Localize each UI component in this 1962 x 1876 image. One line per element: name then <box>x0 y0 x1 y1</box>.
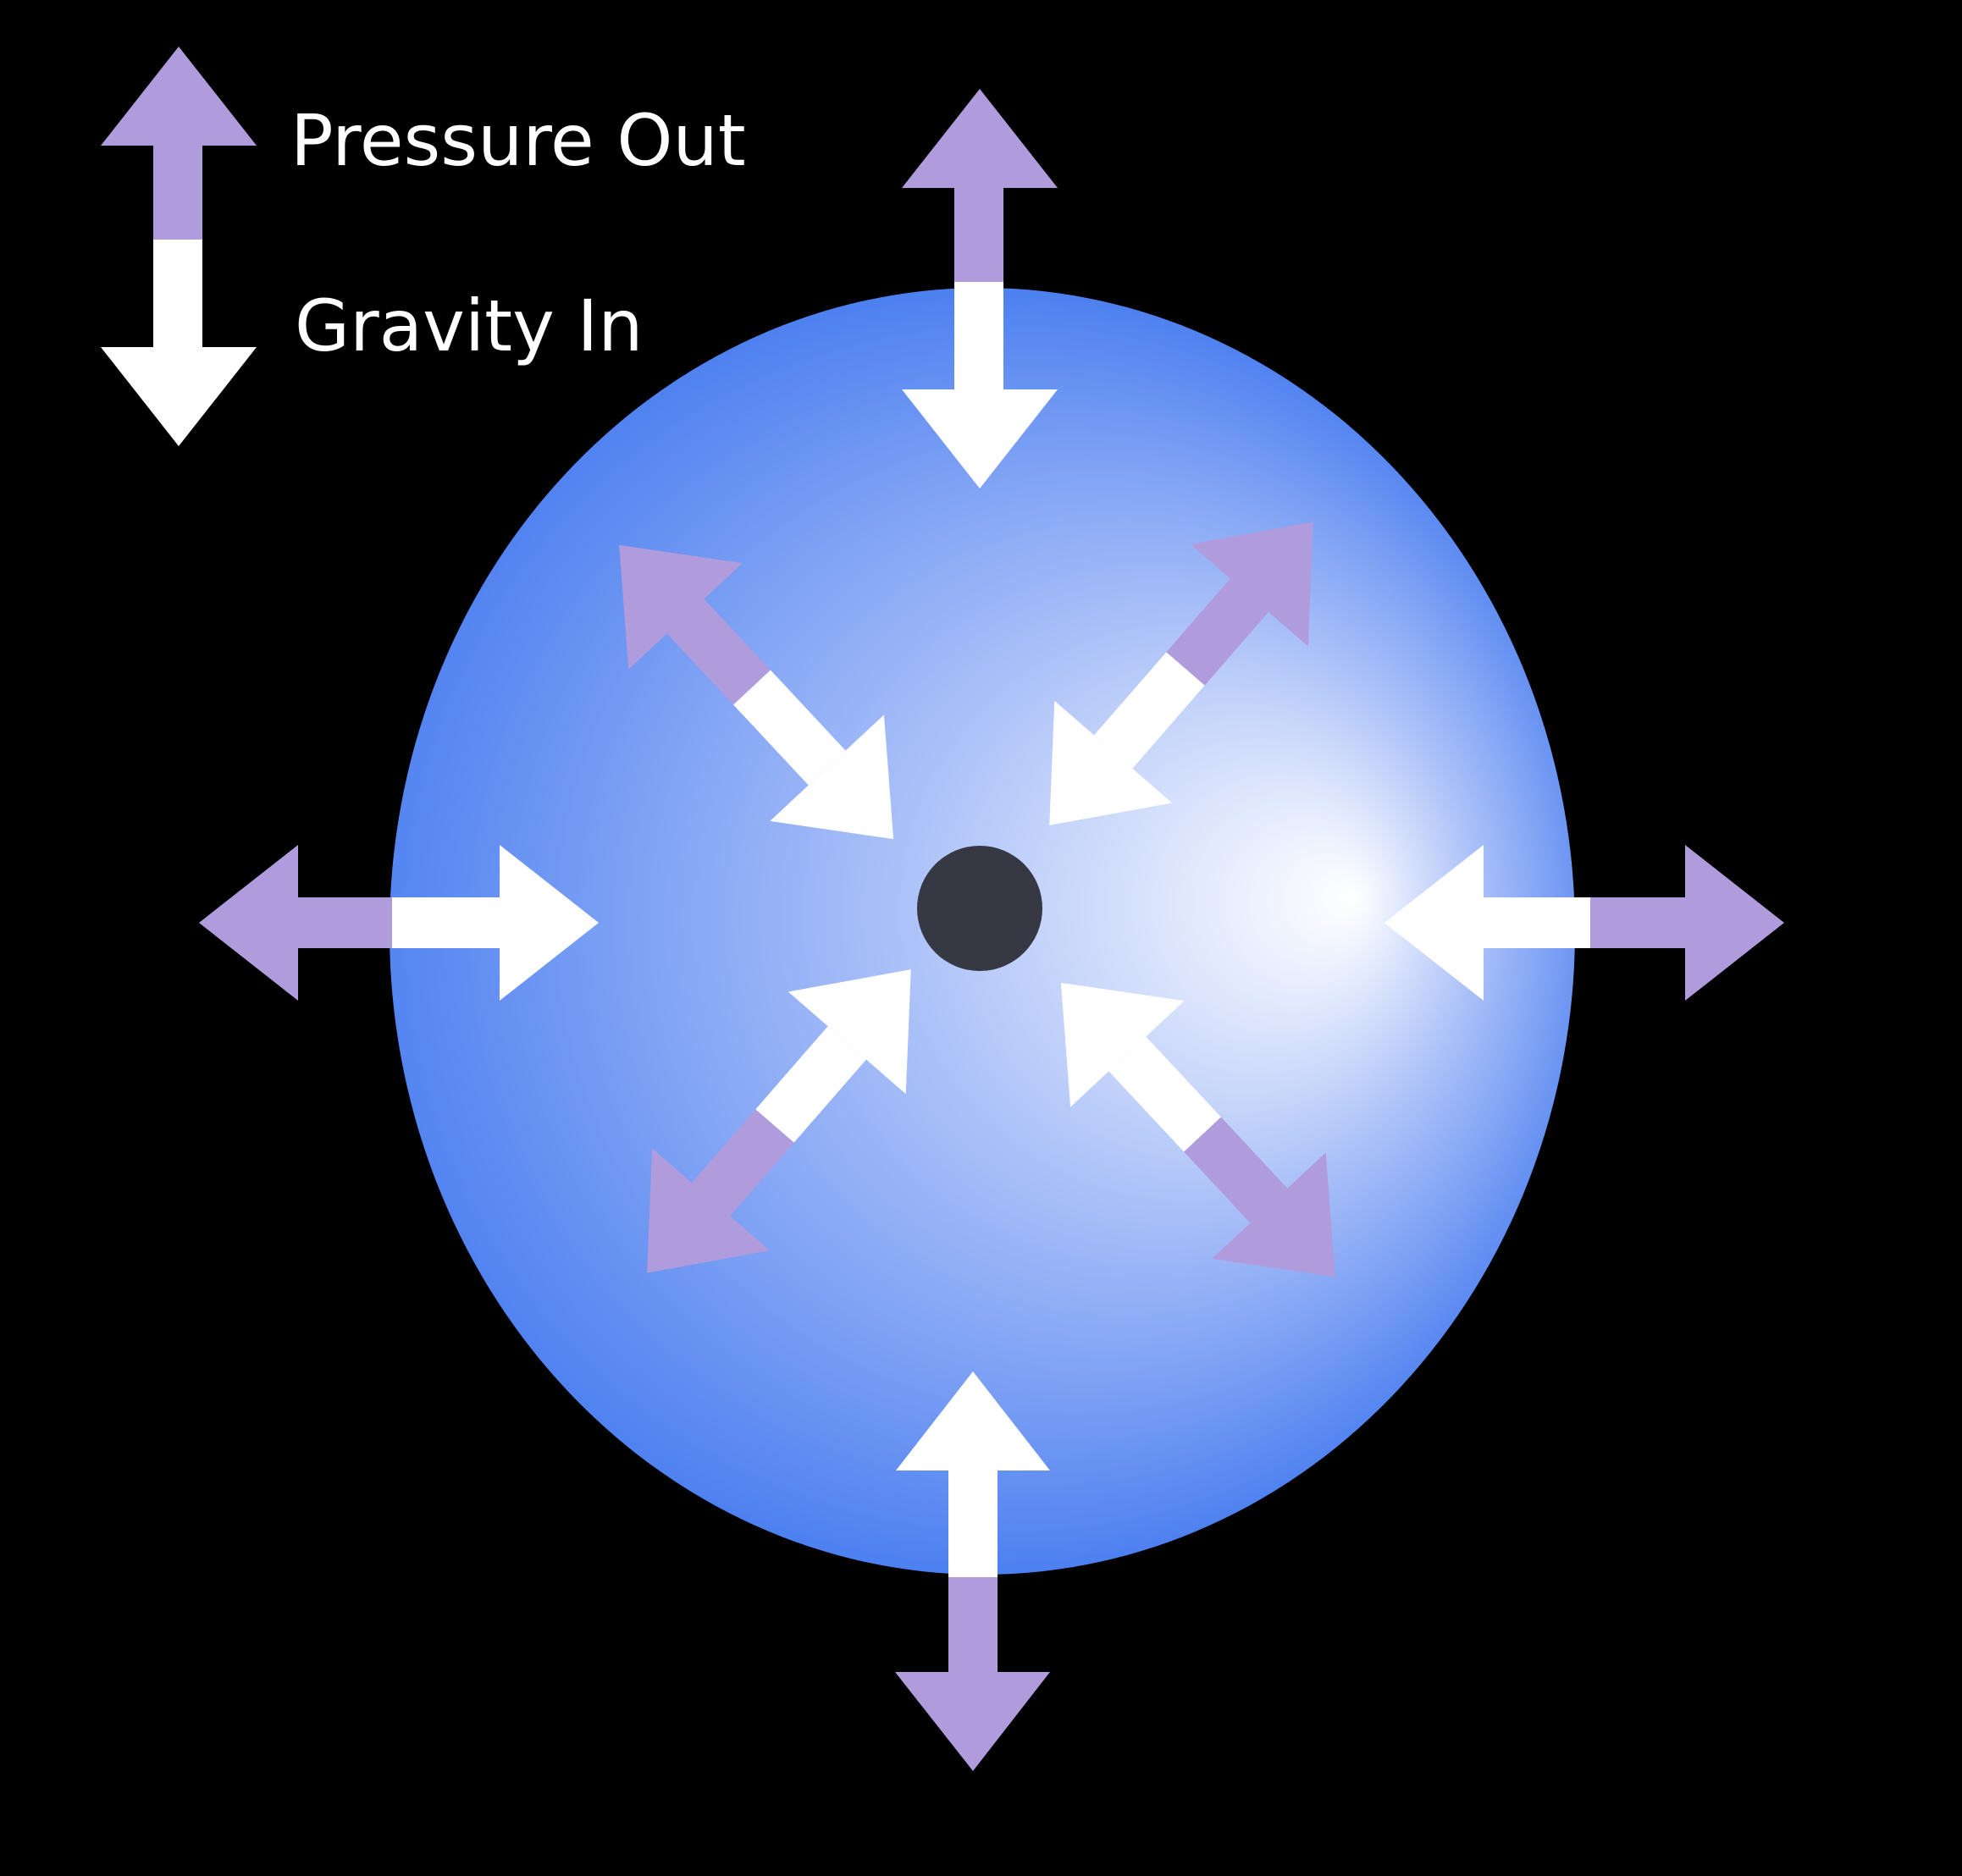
left-arrow-pair <box>199 845 599 1001</box>
legend-gravity-arrow-icon <box>101 240 257 446</box>
top-arrow-pair <box>902 89 1058 488</box>
gravity-arrow-icon <box>392 845 599 1001</box>
right-arrow-pair <box>1384 845 1784 1001</box>
gravity-arrow-icon <box>902 282 1058 488</box>
gravity-arrow-icon <box>1384 845 1592 1001</box>
pressure-arrow-icon <box>199 845 394 1001</box>
pressure-arrow-icon <box>902 89 1058 284</box>
legend-gravity-label: Gravity In <box>295 284 644 367</box>
gravity-arrow-icon <box>896 1371 1050 1579</box>
legend: Pressure Out Gravity In <box>101 47 746 446</box>
pressure-arrow-icon <box>1590 845 1784 1001</box>
pressure-arrow-icon <box>895 1577 1050 1771</box>
legend-pressure-arrow-icon <box>101 47 257 241</box>
core-dot-icon <box>917 846 1042 971</box>
legend-pressure-label: Pressure Out <box>290 99 746 182</box>
bottom-arrow-pair <box>895 1371 1050 1771</box>
